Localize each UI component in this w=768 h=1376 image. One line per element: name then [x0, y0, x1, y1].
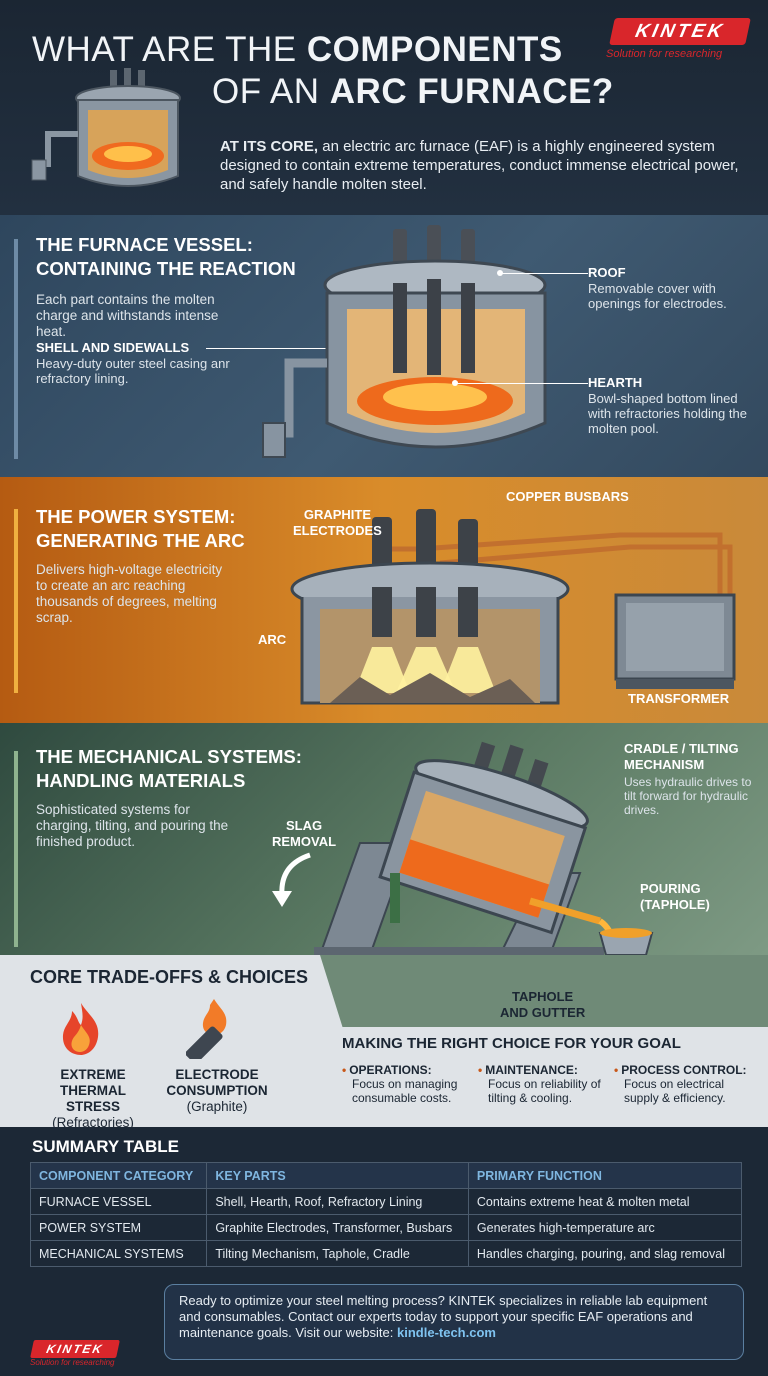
- busbars-label: COPPER BUSBARS: [506, 489, 629, 504]
- cta-box: Ready to optimize your steel melting pro…: [164, 1284, 744, 1360]
- vessel-desc: Each part contains the molten charge and…: [36, 292, 219, 339]
- roof-desc: Removable cover with openings for electr…: [588, 281, 727, 311]
- footer-tagline: Solution for researching: [30, 1358, 115, 1367]
- column-header: KEY PARTS: [206, 1162, 469, 1189]
- summary-table: COMPONENT CATEGORY KEY PARTS PRIMARY FUN…: [29, 1162, 743, 1267]
- hearth-label: HEARTH: [588, 375, 643, 390]
- column-header: PRIMARY FUNCTION: [467, 1162, 743, 1189]
- hearth-desc: Bowl-shaped bottom lined with refractori…: [588, 391, 747, 436]
- furnace-thumbnail-icon: [31, 68, 181, 187]
- table-row: MECHANICAL SYSTEMS Tilting Mechanism, Ta…: [29, 1240, 743, 1267]
- table-cell: FURNACE VESSEL: [29, 1188, 208, 1215]
- title-line2: OF AN ARC FURNACE?: [212, 72, 614, 111]
- hearth-leader-line: [455, 383, 588, 384]
- mechanical-desc: Sophisticated systems for charging, tilt…: [36, 802, 229, 849]
- mechanical-heading: THE MECHANICAL SYSTEMS:HANDLING MATERIAL…: [36, 746, 302, 791]
- shell-leader-line: [206, 348, 342, 349]
- table-cell: Handles charging, pouring, and slag remo…: [467, 1240, 743, 1267]
- header: WHAT ARE THE COMPONENTS OF AN ARC FURNAC…: [0, 0, 768, 215]
- table-cell: Graphite Electrodes, Transformer, Busbar…: [206, 1214, 469, 1241]
- table-header-row: COMPONENT CATEGORY KEY PARTS PRIMARY FUN…: [29, 1162, 743, 1189]
- goal-process-control: •PROCESS CONTROL:Focus on electrical sup…: [614, 1063, 747, 1105]
- summary-section: SUMMARY TABLE COMPONENT CATEGORY KEY PAR…: [0, 1127, 768, 1376]
- logo-tagline: Solution for researching: [606, 48, 723, 60]
- flame-icon: [62, 1003, 99, 1055]
- furnace-vessel-illustration: [262, 225, 547, 458]
- shell-label: SHELL AND SIDEWALLS: [36, 340, 190, 355]
- bullet-icon: •: [614, 1063, 619, 1077]
- table-cell: Tilting Mechanism, Taphole, Cradle: [206, 1240, 469, 1267]
- choice-panel: [320, 1027, 768, 1127]
- roof-leader-line: [500, 273, 588, 274]
- transformer-label: TRANSFORMER: [628, 691, 730, 706]
- intro-text: AT ITS CORE, an electric arc furnace (EA…: [220, 138, 739, 193]
- goal-operations: •OPERATIONS:Focus on managing consumable…: [342, 1063, 458, 1105]
- power-desc: Delivers high-voltage electricity to cre…: [36, 562, 223, 625]
- roof-label: ROOF: [588, 265, 626, 280]
- power-system-illustration: [290, 509, 736, 705]
- table-cell: Contains extreme heat & molten metal: [467, 1188, 743, 1215]
- title-line1: WHAT ARE THE COMPONENTS: [32, 30, 563, 69]
- section-accent-bar: [14, 751, 18, 947]
- power-heading: THE POWER SYSTEM:GENERATING THE ARC: [36, 506, 245, 551]
- mechanical-systems-section: THE MECHANICAL SYSTEMS:HANDLING MATERIAL…: [0, 723, 768, 955]
- burning-electrode-icon: [186, 999, 227, 1059]
- roof-marker: [497, 270, 503, 276]
- furnace-vessel-section: THE FURNACE VESSEL:CONTAINING THE REACTI…: [0, 215, 768, 477]
- bullet-icon: •: [342, 1063, 347, 1077]
- cradle-desc: Uses hydraulic drives to tilt forward fo…: [624, 775, 752, 817]
- table-cell: Shell, Hearth, Roof, Refractory Lining: [206, 1188, 469, 1215]
- website-link[interactable]: kindle-tech.com: [397, 1325, 496, 1340]
- tilting-furnace-illustration: [314, 741, 654, 955]
- table-row: POWER SYSTEM Graphite Electrodes, Transf…: [29, 1214, 743, 1241]
- choice-title: MAKING THE RIGHT CHOICE FOR YOUR GOAL: [342, 1035, 681, 1052]
- shell-desc: Heavy-duty outer steel casing anr refrac…: [36, 356, 230, 386]
- slag-arrow-icon: [272, 852, 311, 907]
- tradeoffs-title: CORE TRADE-OFFS & CHOICES: [30, 967, 309, 987]
- summary-title: SUMMARY TABLE: [32, 1137, 180, 1156]
- section-accent-bar: [14, 509, 18, 693]
- goal-maintenance: •MAINTENANCE:Focus on reliability of til…: [478, 1063, 601, 1105]
- hearth-marker: [452, 380, 458, 386]
- table-cell: POWER SYSTEM: [29, 1214, 208, 1241]
- table-cell: MECHANICAL SYSTEMS: [29, 1240, 208, 1267]
- table-cell: Generates high-temperature arc: [467, 1214, 743, 1241]
- vessel-heading: THE FURNACE VESSEL:CONTAINING THE REACTI…: [36, 234, 296, 279]
- kintek-logo[interactable]: KINTEK: [609, 18, 751, 45]
- section-accent-bar: [14, 239, 18, 459]
- table-row: FURNACE VESSEL Shell, Hearth, Roof, Refr…: [29, 1188, 743, 1215]
- column-header: COMPONENT CATEGORY: [29, 1162, 208, 1189]
- bullet-icon: •: [478, 1063, 483, 1077]
- pouring-label: POURING(TAPHOLE): [640, 881, 710, 912]
- power-system-section: THE POWER SYSTEM:GENERATING THE ARC Deli…: [0, 477, 768, 723]
- kintek-logo-footer[interactable]: KINTEK: [30, 1340, 120, 1358]
- arc-label: ARC: [258, 632, 287, 647]
